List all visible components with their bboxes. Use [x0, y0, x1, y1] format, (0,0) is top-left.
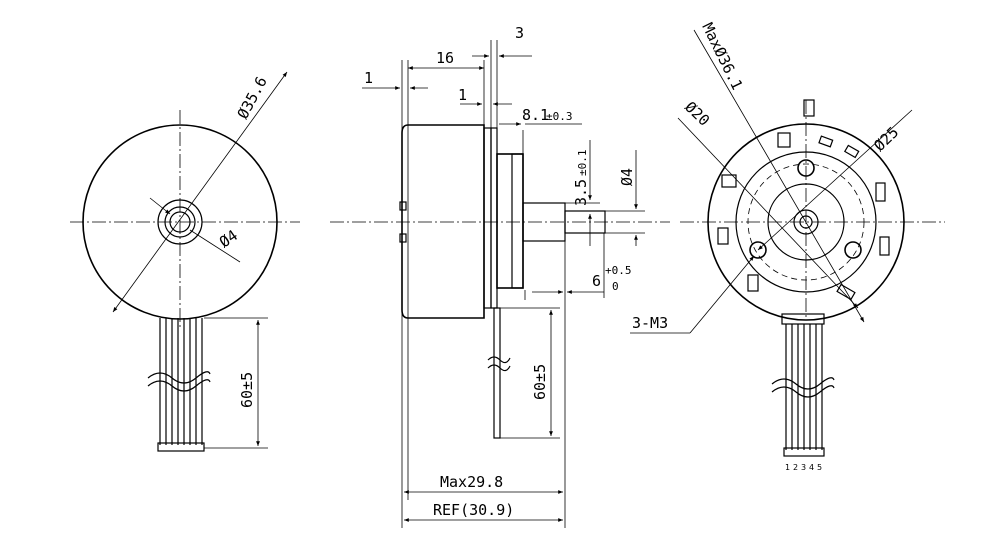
side-flange-plate	[483, 127, 492, 309]
dim-3-5-tol: ±0.1	[576, 150, 589, 177]
side-flange-rim	[490, 127, 498, 309]
side-lead	[493, 307, 501, 439]
front-outer-diameter: Ø35.6	[234, 74, 271, 122]
dim-8-1: 8.1	[522, 106, 549, 124]
side-view: 16 1 3 1 8.1 ±0.3 3.5 ±0.1 Ø4 6 +0.	[330, 24, 670, 528]
dim-1-left: 1	[364, 69, 373, 87]
rear-view: 1 2 3 4 5 MaxØ36.1 Ø20 Ø25 3-M3	[630, 20, 945, 472]
rear-holes-leader	[689, 255, 755, 334]
dim-6-upper: +0.5	[605, 264, 632, 277]
side-shaft	[564, 210, 606, 234]
dim-ref-length: REF(30.9)	[433, 501, 514, 519]
rear-mount-holes: 3-M3	[632, 314, 668, 332]
rear-max-diameter: MaxØ36.1	[698, 20, 746, 93]
pin-number-5: 5	[817, 463, 822, 472]
rear-lead-wires	[771, 313, 835, 457]
side-lead-break-a	[487, 356, 511, 364]
rear-hub-outer	[767, 183, 845, 261]
dim-1-flange: 1	[458, 86, 467, 104]
dim-shaft: Ø4	[618, 168, 636, 186]
side-lead-break-b	[487, 364, 511, 372]
rear-inner-ring	[735, 151, 877, 293]
rear-bolt-circle-diameter: Ø25	[870, 123, 902, 155]
rear-mount-hole-top	[797, 159, 815, 177]
side-hub-step	[511, 153, 524, 289]
dim-3-5: 3.5	[572, 179, 590, 206]
rear-max-diameter-leader	[693, 29, 865, 323]
front-shaft-leader-a	[149, 197, 171, 215]
front-view: Ø35.6 Ø4 60±5	[70, 71, 300, 452]
side-notch-bottom	[399, 233, 407, 243]
rear-bolt-circle	[747, 163, 865, 281]
side-hub	[496, 153, 524, 289]
side-body	[401, 124, 485, 319]
rear-pin-numbers: 1 2 3 4 5	[785, 463, 822, 472]
rear-inner-diameter: Ø20	[681, 98, 713, 130]
rear-shaft	[793, 209, 819, 235]
front-lead-length: 60±5	[238, 372, 256, 408]
rear-shaft-core	[799, 215, 813, 229]
dim-8-1-tol: ±0.3	[546, 110, 573, 123]
front-diameter-leader	[112, 71, 288, 313]
pin-number-2: 2	[793, 463, 798, 472]
dim-6-lower: 0	[612, 280, 619, 293]
dim-max-length: Max29.8	[440, 473, 503, 491]
dim-6: 6	[592, 272, 601, 290]
front-shaft-diameter: Ø4	[216, 226, 241, 251]
rear-bolt-circle-leader	[757, 109, 913, 251]
pin-number-4: 4	[809, 463, 814, 472]
side-notch-top	[399, 201, 407, 211]
front-shaft-leader-b	[189, 229, 241, 263]
dim-3: 3	[515, 24, 524, 42]
rear-flange-outline	[707, 123, 905, 321]
pin-number-3: 3	[801, 463, 806, 472]
rear-mount-hole-right	[844, 241, 862, 259]
rear-mount-hole-left	[749, 241, 767, 259]
pin-number-1: 1	[785, 463, 790, 472]
dim-16: 16	[436, 49, 454, 67]
rear-pads	[717, 99, 890, 301]
side-lead-length: 60±5	[531, 364, 549, 400]
front-lead-wires	[147, 318, 211, 452]
rear-inner-diameter-leader	[677, 117, 859, 309]
